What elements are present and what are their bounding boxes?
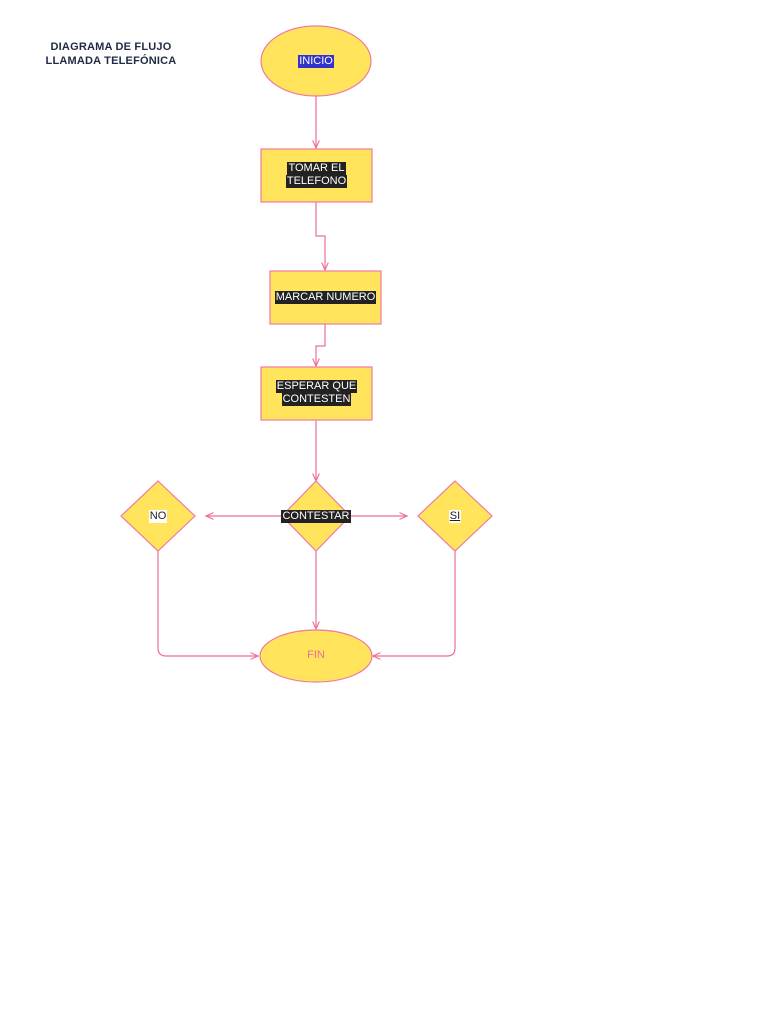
marcar-label: MARCAR NUMERO [274, 290, 377, 304]
fin-label: FIN [307, 648, 325, 661]
si-label: SI [448, 509, 462, 523]
diagram-title-line1: DIAGRAMA DE FLUJO [50, 41, 172, 53]
esperar-label-box: ESPERAR QUE CONTESTEN [261, 378, 372, 408]
no-label-box: NO [128, 508, 188, 524]
tomar-label-box: TOMAR EL TELEFONO [261, 160, 372, 190]
esperar-label-line2: CONTESTEN [281, 393, 352, 406]
connector-si-fin [373, 551, 456, 656]
diagram-title-line2: LLAMADA TELEFÓNICA [45, 55, 177, 67]
connector-marcar-esperar [316, 324, 326, 366]
contestar-label: CONTESTAR [281, 509, 351, 523]
tomar-label-line2: TELEFONO [285, 175, 348, 188]
end-terminal [259, 629, 373, 683]
diagram-title: DIAGRAMA DE FLUJO LLAMADA TELEFÓNICA [30, 40, 192, 68]
no-label: NO [148, 509, 168, 523]
marcar-label-box: MARCAR NUMERO [270, 289, 381, 305]
tomar-label-line1: TOMAR EL [287, 162, 346, 175]
connector-no-fin [157, 551, 258, 656]
si-label-box: SI [425, 508, 485, 524]
fin-label-box: FIN [261, 647, 371, 663]
esperar-label-line1: ESPERAR QUE [275, 380, 358, 393]
start-label: INICIO [298, 54, 334, 68]
connector-tomar-marcar [315, 202, 325, 270]
contestar-label-box: CONTESTAR [266, 508, 366, 524]
start-label-box: INICIO [261, 50, 371, 72]
